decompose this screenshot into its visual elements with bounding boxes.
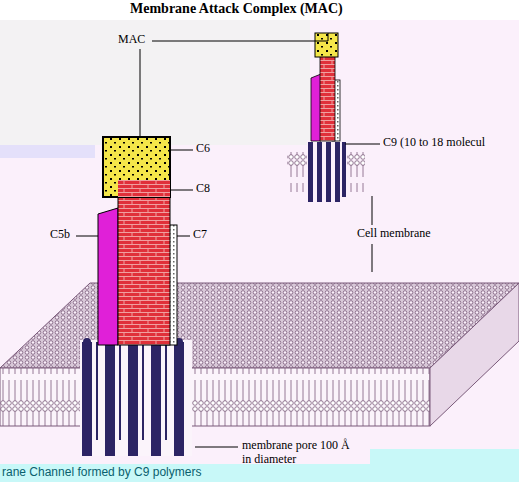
caption: rane Channel formed by C9 polymers: [2, 466, 201, 480]
part-label: MAC: [118, 33, 145, 47]
part-label: C5b: [50, 228, 70, 242]
title: Membrane Attack Complex (MAC): [130, 1, 343, 17]
part-label: C6: [196, 142, 210, 156]
part-label: Cell membrane: [357, 227, 431, 241]
part-label: membrane pore 100 Å in diameter: [242, 439, 360, 467]
part-label: C9 (10 to 18 molecul: [383, 136, 485, 150]
part-label: C7: [193, 228, 207, 242]
part-label: C8: [196, 182, 210, 196]
